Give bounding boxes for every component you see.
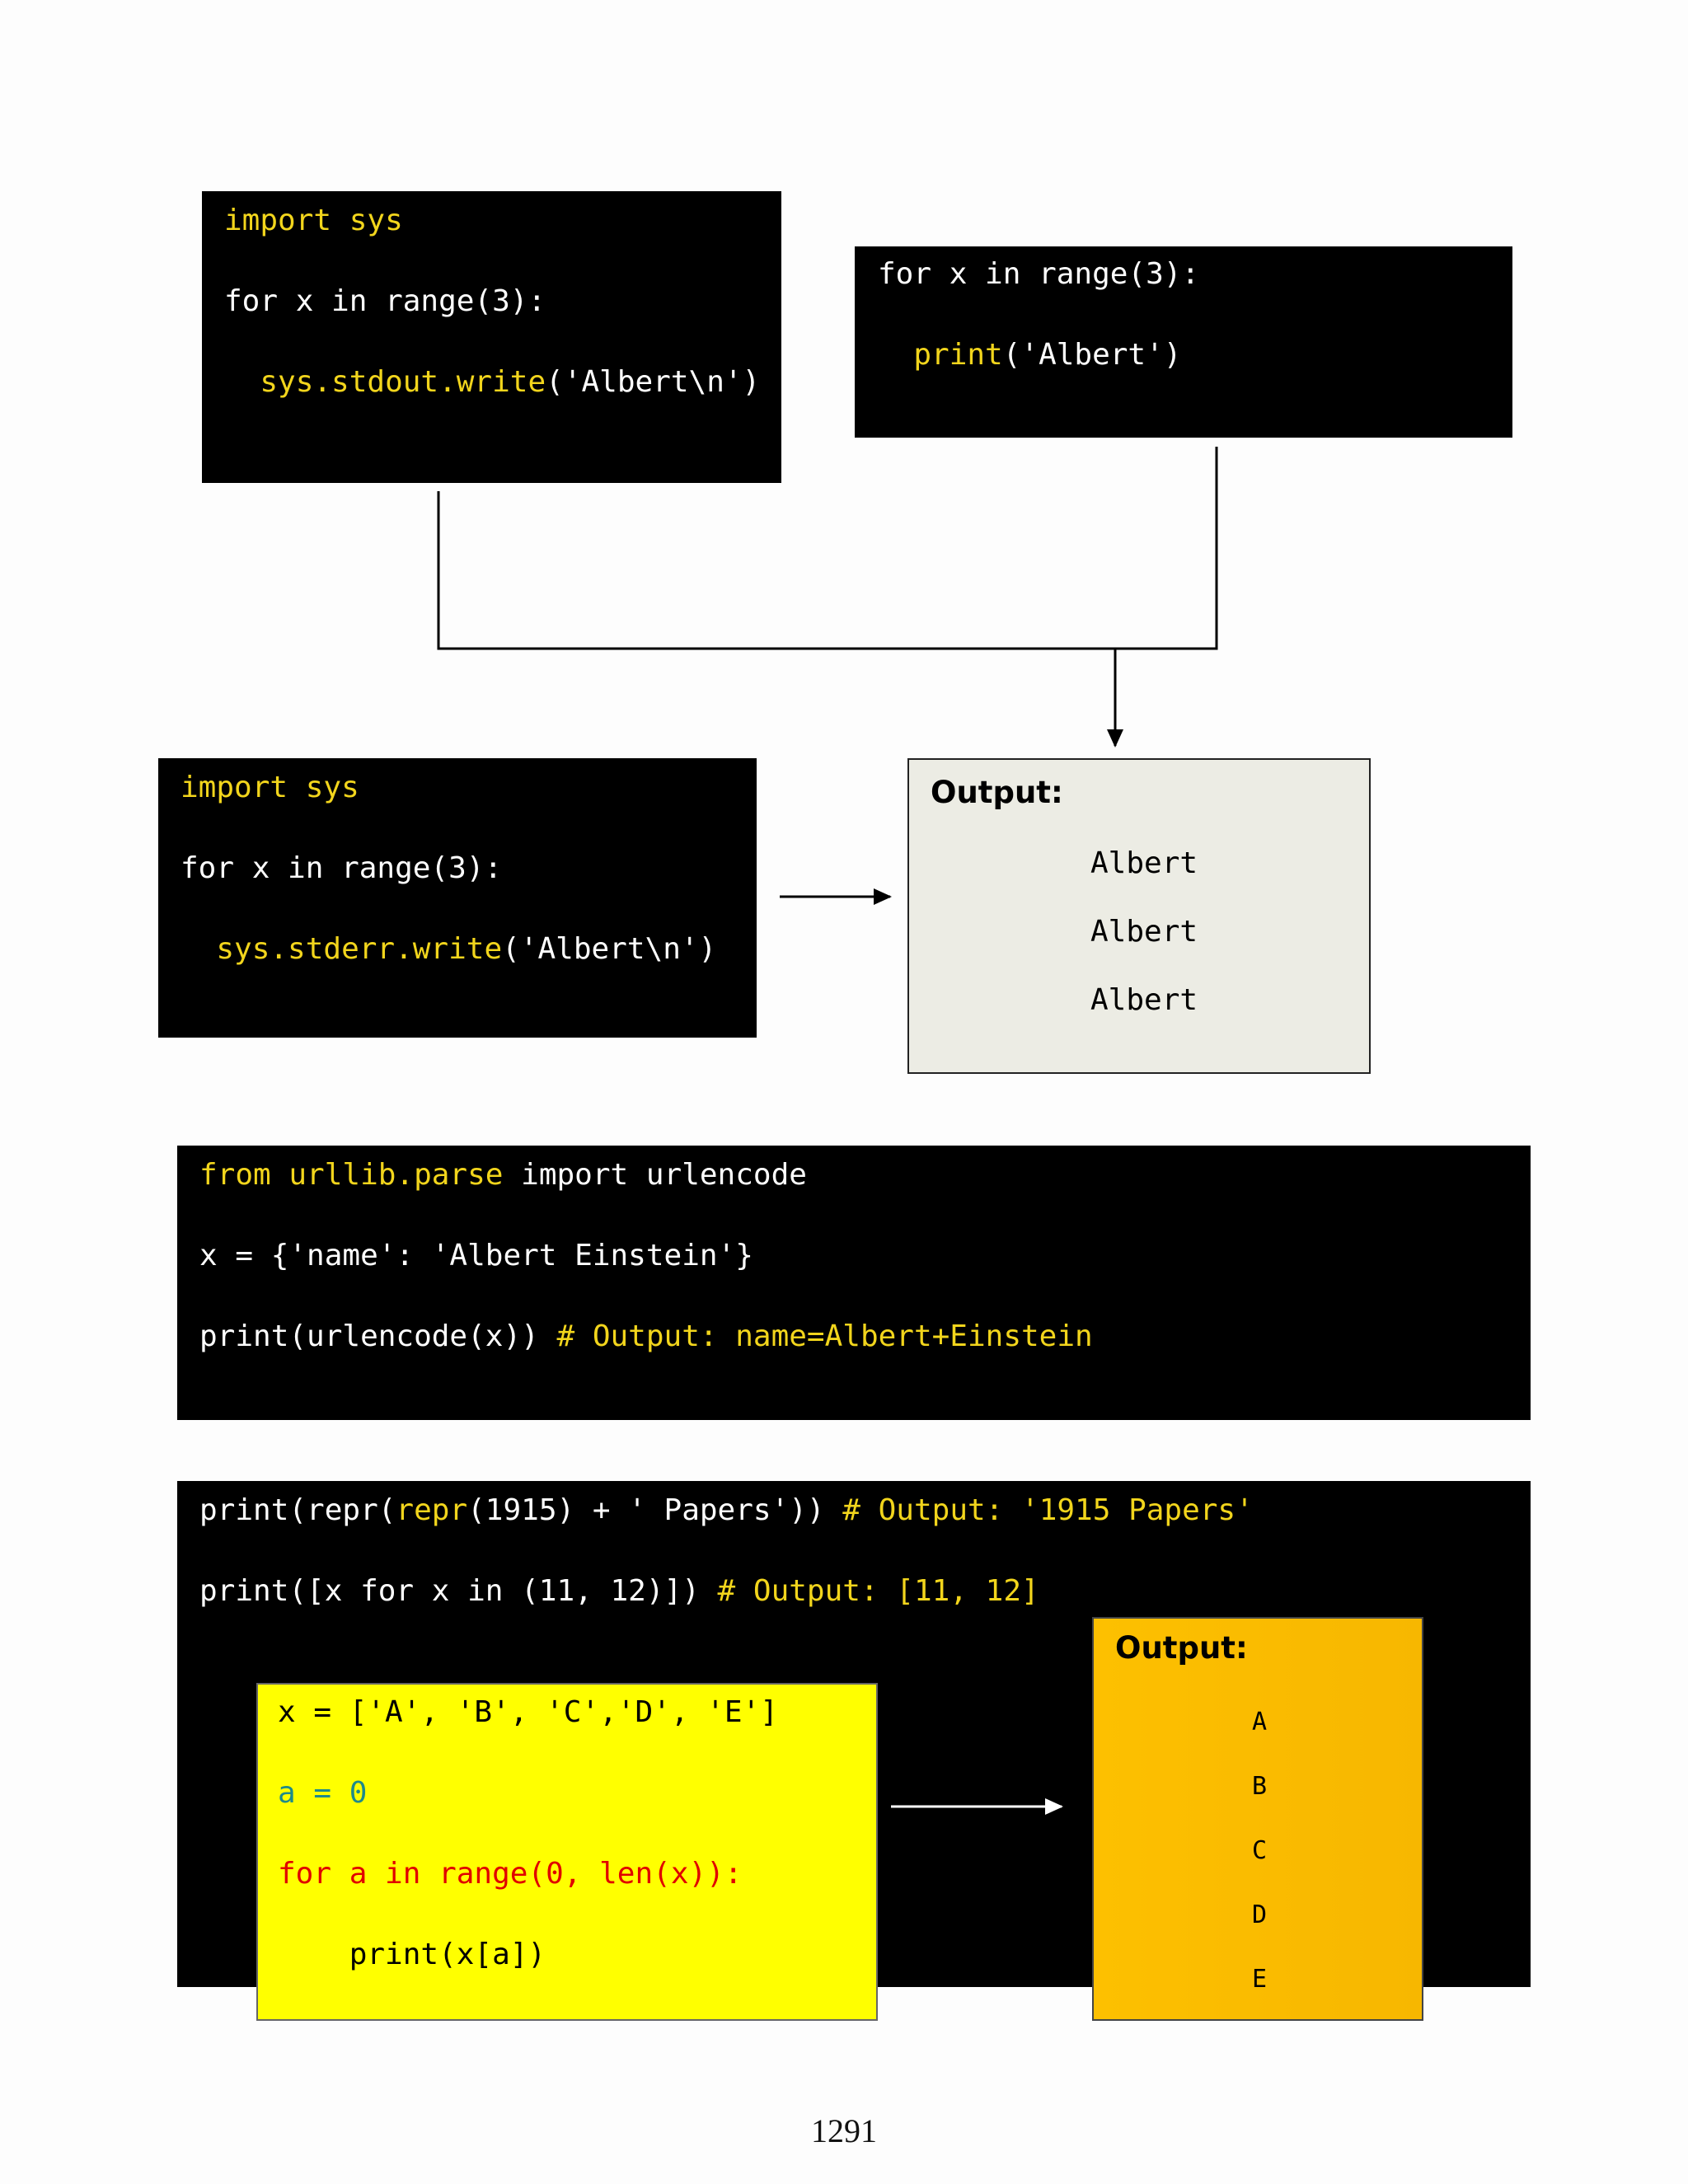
code-token: import sys (224, 204, 403, 237)
output-item: Albert (1090, 846, 1198, 880)
code-token: repr (396, 1493, 468, 1527)
code-line: print(x[a]) (278, 1937, 546, 1973)
code-token: x = {'name': 'Albert Einstein'} (199, 1239, 753, 1272)
code-token: print(repr( (199, 1493, 396, 1527)
code-token: # Output: name=Albert+Einstein (538, 1319, 1093, 1353)
output-item: E (1252, 1965, 1268, 1994)
code-line: sys.stdout.write('Albert\n') (224, 364, 760, 401)
code-token: ('Albert\n') (546, 365, 761, 399)
code-token: sys.stderr.write (181, 932, 503, 966)
output-title: Output: (931, 775, 1063, 810)
code-line: from urllib.parse import urlencode (199, 1157, 807, 1193)
code-token: a = 0 (278, 1776, 368, 1810)
code-block-stdout: import sys for x in range(3): sys.stdout… (202, 191, 781, 483)
code-token: for x in range(3): (224, 284, 546, 318)
code-token: for a in range(0, len(x)): (278, 1857, 743, 1891)
code-block-print: for x in range(3): print('Albert') (855, 246, 1512, 438)
code-line: for x in range(3): (878, 256, 1199, 293)
code-line: for x in range(3): (224, 284, 546, 320)
connector-merge-line (437, 447, 1218, 650)
code-token: ('Albert') (1002, 338, 1182, 372)
code-token: print([x for x in (11, 12)]) (199, 1574, 700, 1608)
code-token: for x in range(3): (181, 851, 503, 885)
code-line: a = 0 (278, 1775, 367, 1811)
code-token: (1915) + ' Papers')) (467, 1493, 825, 1527)
code-token: import sys (181, 771, 359, 804)
code-line: x = {'name': 'Albert Einstein'} (199, 1238, 753, 1274)
page-number: 1291 (811, 2112, 877, 2149)
code-token: import urlencode (503, 1158, 807, 1192)
output-item: B (1252, 1772, 1268, 1801)
output-title: Output: (1115, 1630, 1248, 1666)
code-block-loop: x = ['A', 'B', 'C','D', 'E'] a = 0 for a… (256, 1683, 878, 2021)
output-panel-albert: Output: Albert Albert Albert (907, 758, 1371, 1074)
code-line: import sys (224, 203, 403, 239)
output-item: Albert (1090, 915, 1198, 949)
code-line: print(urlencode(x)) # Output: name=Alber… (199, 1319, 1093, 1355)
code-line: sys.stderr.write('Albert\n') (181, 931, 716, 968)
code-token: sys.stdout.write (224, 365, 546, 399)
code-token: from urllib.parse (199, 1158, 504, 1192)
code-token: print (878, 338, 1003, 372)
code-token: print(urlencode(x)) (199, 1319, 539, 1353)
code-line: x = ['A', 'B', 'C','D', 'E'] (278, 1694, 778, 1731)
code-token: ('Albert\n') (502, 932, 717, 966)
code-token: print(x[a]) (278, 1938, 546, 1971)
output-panel-letters: Output: A B C D E (1092, 1617, 1423, 2021)
code-token: x = ['A', 'B', 'C','D', 'E'] (278, 1695, 778, 1729)
output-item: Albert (1090, 983, 1198, 1017)
code-line: for x in range(3): (181, 851, 502, 887)
code-line: print(repr(repr(1915) + ' Papers')) # Ou… (199, 1493, 1254, 1529)
code-line: print([x for x in (11, 12)]) # Output: [… (199, 1573, 1039, 1610)
code-line: import sys (181, 770, 359, 806)
code-block-stderr: import sys for x in range(3): sys.stderr… (158, 758, 757, 1038)
code-token: # Output: '1915 Papers' (824, 1493, 1254, 1527)
code-line: print('Albert') (878, 337, 1181, 373)
code-line: for a in range(0, len(x)): (278, 1856, 743, 1892)
output-item: C (1252, 1836, 1268, 1865)
code-token: # Output: [11, 12] (699, 1574, 1039, 1608)
output-item: D (1252, 1900, 1268, 1929)
code-token: for x in range(3): (878, 257, 1200, 291)
output-item: A (1252, 1708, 1268, 1736)
code-block-urlencode: from urllib.parse import urlencode x = {… (177, 1146, 1531, 1420)
